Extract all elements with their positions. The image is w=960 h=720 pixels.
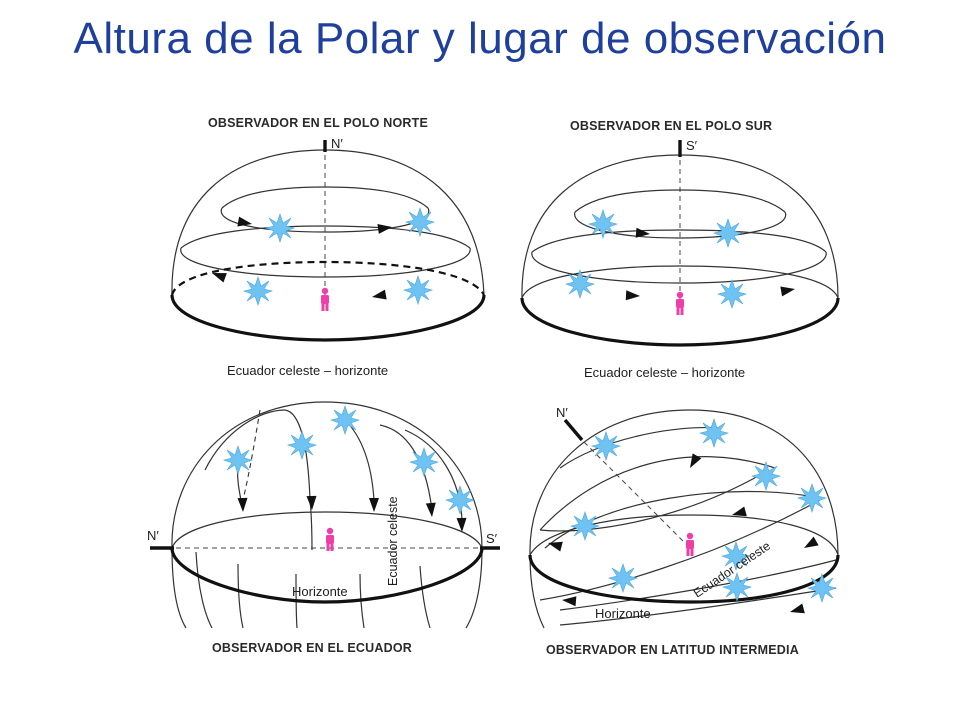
parallel-lat-upper — [539, 456, 776, 531]
caption-polo-norte: OBSERVADOR EN EL POLO NORTE — [208, 116, 428, 130]
caption-ecuador: OBSERVADOR EN EL ECUADOR — [212, 641, 412, 655]
pole-label-norte: N′ — [331, 136, 343, 151]
star-icon — [713, 218, 743, 248]
horizon-front-norte — [170, 294, 486, 342]
equator-label-ecuador: Ecuador celeste — [386, 496, 400, 586]
star-icon — [287, 430, 317, 460]
star-icon — [403, 275, 433, 305]
arc-hidden-1 — [242, 409, 261, 501]
arc-4 — [379, 424, 433, 511]
parallel-back-2s — [531, 229, 827, 253]
person-icon — [321, 287, 329, 311]
arc-1-top — [204, 409, 286, 471]
arrowhead-icon — [237, 497, 248, 513]
parallel-lat-top — [559, 427, 721, 469]
horizon-front-latitud — [528, 554, 840, 604]
person-icon — [676, 291, 684, 315]
star-icon — [717, 279, 747, 309]
pole-label-sur: S′ — [686, 138, 698, 153]
star-icon — [570, 511, 600, 541]
arc-low-5 — [419, 565, 431, 629]
arrowhead-icon — [685, 453, 702, 471]
arrowhead-icon — [625, 290, 641, 301]
horizon-front-ecuador — [170, 547, 484, 604]
parallel-lat-mid — [544, 490, 821, 549]
parallel-front-2s — [531, 251, 827, 284]
arrowhead-icon — [425, 502, 437, 518]
arrowhead-icon — [801, 536, 819, 553]
axis-latitud — [583, 441, 691, 549]
panel-polo-sur: OBSERVADOR EN EL POLO SUR S′ Ecuad — [520, 119, 840, 380]
panel-polo-norte: OBSERVADOR EN EL POLO NORTE N′ — [170, 116, 486, 378]
arrowhead-icon — [561, 595, 577, 607]
star-icon — [591, 431, 621, 461]
arc-low-3 — [295, 573, 298, 629]
horizon-back-norte — [170, 260, 485, 296]
arc-2 — [284, 409, 311, 501]
horizon-label-ecuador: Horizonte — [292, 584, 348, 599]
circle-label-norte: Ecuador celeste – horizonte — [227, 363, 388, 378]
caption-polo-sur: OBSERVADOR EN EL POLO SUR — [570, 119, 772, 133]
horizon-front-sur — [520, 297, 840, 347]
dome-ecuador — [171, 401, 483, 549]
circle-label-sur: Ecuador celeste – horizonte — [584, 365, 745, 380]
star-icon — [223, 445, 253, 475]
dome-lower-left-lat — [529, 554, 545, 629]
parallel-back-1s — [574, 189, 786, 213]
parallel-lat-lowest — [559, 587, 837, 626]
star-icon — [751, 461, 781, 491]
parallel-lat-upper-front — [539, 474, 761, 532]
star-icon — [330, 405, 360, 435]
arrowhead-icon — [306, 495, 317, 511]
panel-ecuador: N′ S′ Ecuador celeste Horizonte OBSERVAD… — [147, 401, 500, 655]
horizon-back-ecuador — [171, 511, 483, 549]
star-icon — [797, 483, 827, 513]
horizon-back-sur — [521, 265, 839, 299]
dome-lower-left — [171, 547, 187, 629]
arrowhead-icon — [780, 284, 796, 297]
parallel-lat-low — [559, 559, 837, 611]
star-icon — [243, 276, 273, 306]
arrowhead-icon — [788, 603, 805, 617]
caption-latitud: OBSERVADOR EN LATITUD INTERMEDIA — [546, 643, 799, 657]
star-icon — [265, 213, 295, 243]
arrowhead-icon — [369, 498, 379, 512]
arc-3 — [344, 419, 375, 501]
star-icon — [608, 563, 638, 593]
star-icon — [405, 207, 435, 237]
arc-low-2 — [237, 563, 244, 629]
horizon-label-latitud: Horizonte — [595, 606, 651, 621]
parallel-front-2 — [180, 247, 471, 278]
star-icon — [807, 573, 837, 603]
arc-low-1 — [195, 551, 213, 629]
left-pole-label-ecuador: N′ — [147, 528, 159, 543]
slide-title: Altura de la Polar y lugar de observació… — [73, 14, 887, 63]
horizon-back-latitud — [529, 514, 839, 556]
star-icon — [699, 418, 729, 448]
person-icon — [686, 532, 694, 556]
parallel-back-1 — [221, 186, 429, 209]
panel-latitud-intermedia: N′ Ecuador celeste Horizonte OBSERVADOR … — [528, 405, 840, 657]
pole-tick-latitud — [563, 418, 584, 442]
arrowhead-icon — [371, 289, 387, 302]
arc-low-4 — [359, 573, 365, 629]
dome-latitud — [529, 409, 839, 556]
parallel-front-1s — [574, 211, 787, 239]
pole-label-latitud: N′ — [556, 405, 568, 420]
right-pole-label-ecuador: S′ — [486, 531, 498, 546]
parallel-back-2 — [180, 225, 471, 249]
dome-lower-right — [465, 547, 483, 629]
